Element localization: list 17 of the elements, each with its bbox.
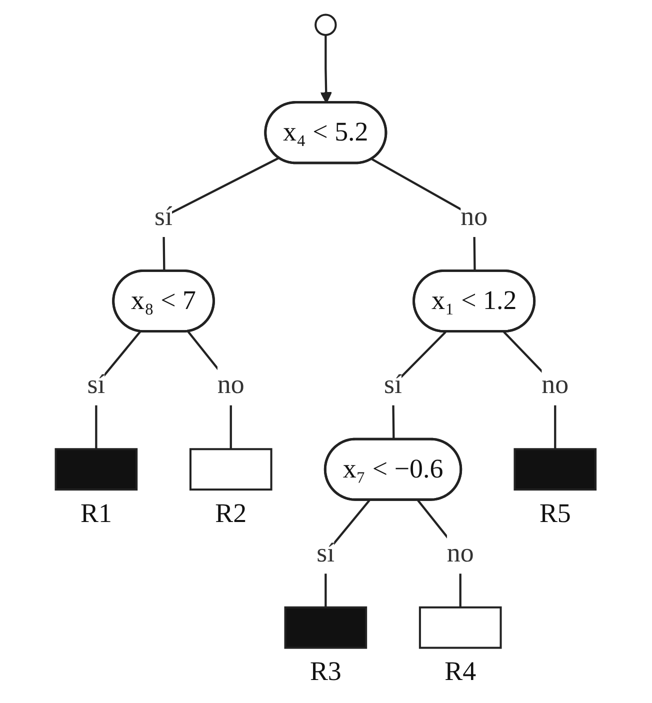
decision-node: x₄ < 5.2 <box>264 101 388 164</box>
leaf-label: R3 <box>310 656 342 686</box>
leaf-label: R1 <box>80 498 112 528</box>
leaf-label: R5 <box>540 498 572 528</box>
leaf-label: R4 <box>444 656 476 686</box>
edge-label: no <box>218 364 245 406</box>
decision-node: x₈ < 7 <box>112 269 216 332</box>
decision-node: x₇ < −0.6 <box>324 438 462 501</box>
leaf-square <box>514 448 597 491</box>
decision-node: x₁ < 1.2 <box>412 269 536 332</box>
leaf-square <box>419 606 502 649</box>
start-circle <box>314 14 338 36</box>
leaf-square <box>55 448 138 491</box>
edge-label: no <box>447 533 474 574</box>
leaf-square <box>284 606 368 649</box>
leaf-square <box>190 448 273 491</box>
leaf-label: R2 <box>216 498 247 528</box>
